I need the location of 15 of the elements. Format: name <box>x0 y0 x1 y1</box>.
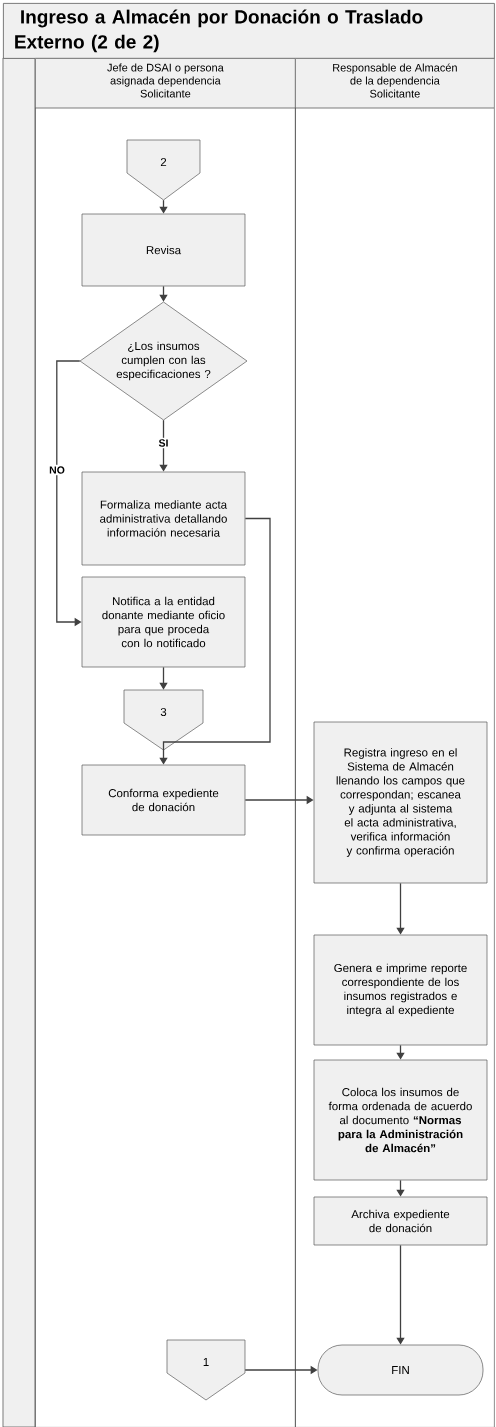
edge-label: SI <box>157 437 170 449</box>
process-box: Coloca los insumos de forma ordenada de acuerdo al documento “Normas para la Administración de Almacén” <box>313 1059 488 1181</box>
offpage-connector: 2 <box>126 139 201 201</box>
process-box: Formaliza mediante acta administrativa detallando información necesaria <box>81 471 246 566</box>
offpage-connector: 3 <box>123 689 204 751</box>
process-box: Notifica a la entidad donante mediante oficio para que proceda con lo notificado <box>81 576 246 668</box>
process-box: Genera e imprime reporte correspondiente de los insumos registrados e integra al expediente <box>313 934 488 1046</box>
process-box: Registra ingreso en el Sistema de Almacén llenando los campos que correspondan; escanea y adjunta al sistema el acta administrativa, verifica información y confirma operación <box>313 721 488 884</box>
edge-label: NO <box>47 464 67 476</box>
offpage-connector: 1 <box>166 1339 246 1401</box>
process-box: Archiva expediente de donación <box>313 1196 488 1246</box>
arrow <box>159 285 168 302</box>
process-box: Conforma expediente de donación <box>81 764 246 836</box>
process-box: Revisa <box>81 213 246 287</box>
arrow <box>159 666 168 690</box>
